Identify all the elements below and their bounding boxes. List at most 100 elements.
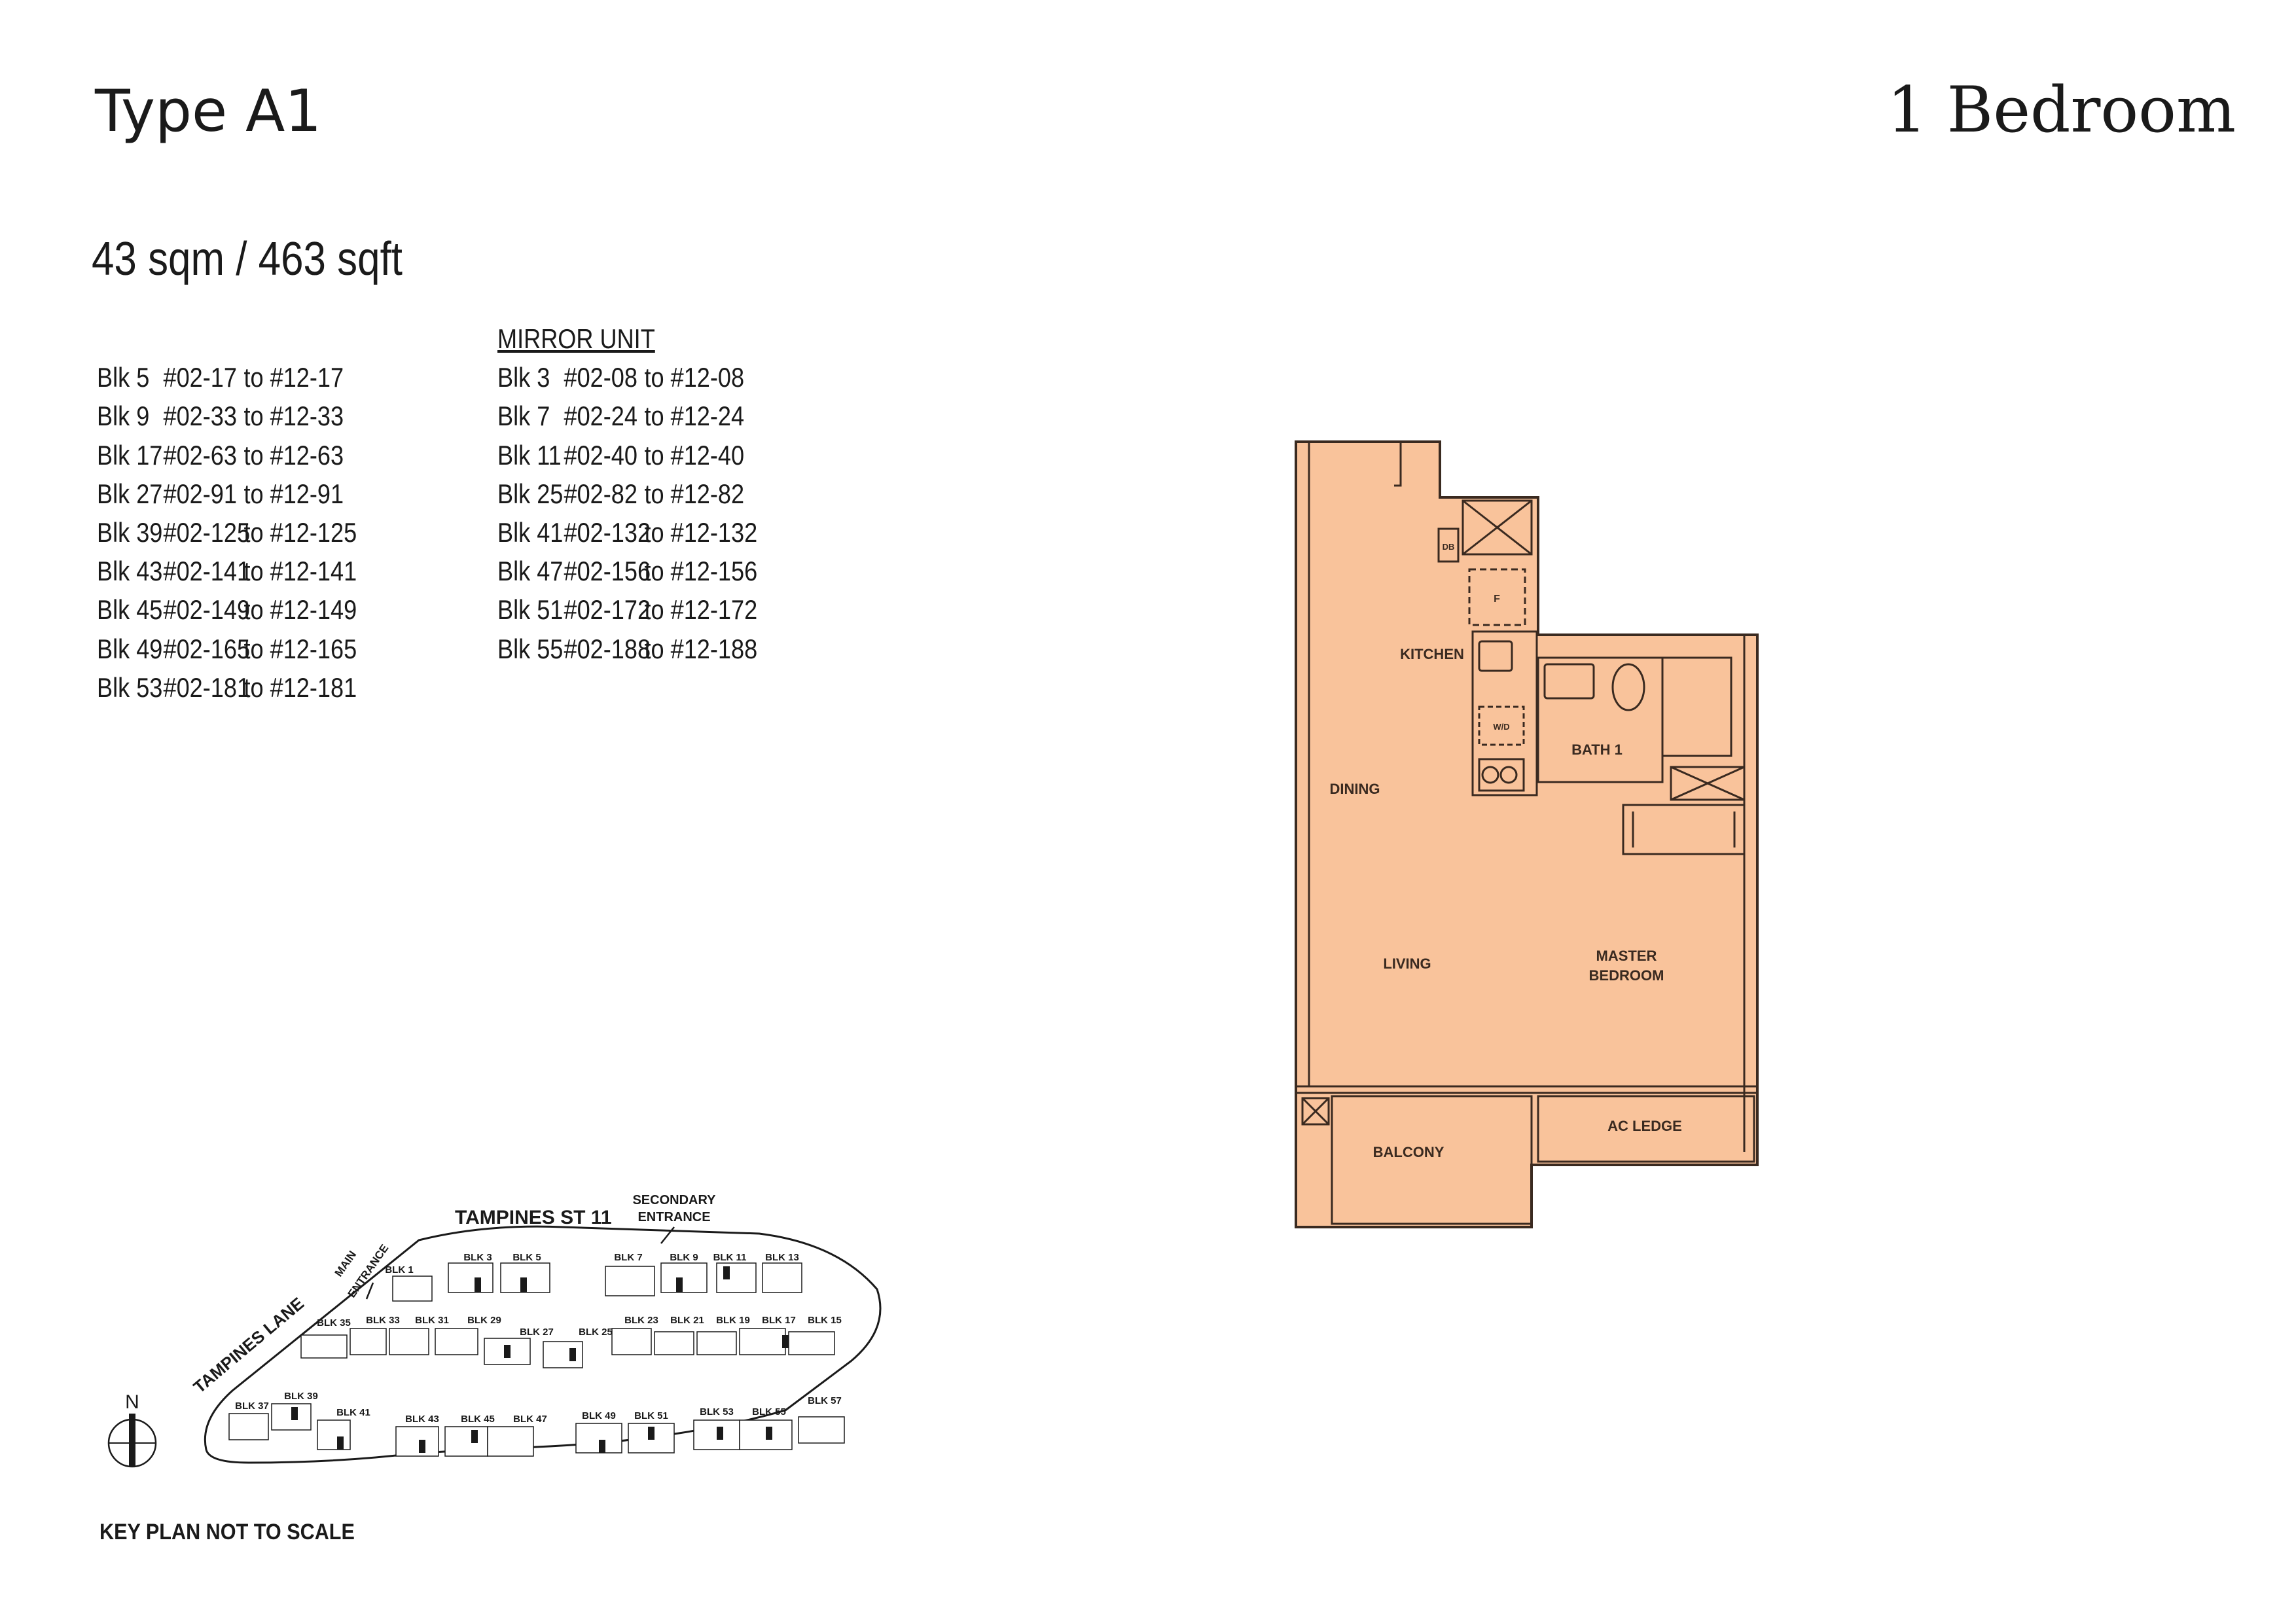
mirror-unit-block: Blk 3 (497, 362, 550, 393)
service-box-top (1462, 499, 1533, 556)
unit-unit-from: #02-17 (163, 362, 237, 393)
block-label: BLK 25 (579, 1327, 613, 1338)
living-label: LIVING (1383, 955, 1431, 972)
unit-block: Blk 39 (97, 516, 163, 548)
unit-unit-to: to #12-63 (243, 439, 344, 471)
unit-unit-from: #02-125 (163, 516, 251, 548)
block-label: BLK 23 (624, 1315, 658, 1326)
toilet (1611, 663, 1645, 711)
block-label: BLK 47 (513, 1414, 547, 1425)
unit-unit-to: to #12-17 (243, 362, 344, 393)
mirror-unit-block: Blk 11 (497, 439, 562, 471)
unit-unit-to: to #12-165 (243, 633, 357, 664)
block-label: BLK 1 (385, 1264, 413, 1275)
block-label: BLK 17 (762, 1315, 796, 1326)
block-label: BLK 35 (317, 1317, 351, 1329)
mirror-unit-unit-from: #02-156 (564, 556, 651, 587)
site-boundary (204, 1225, 882, 1464)
block-label: BLK 15 (808, 1315, 842, 1326)
unit-block: Blk 17 (97, 439, 163, 471)
road-north-label: TAMPINES ST 11 (455, 1207, 612, 1228)
bath-label: BATH 1 (1571, 741, 1623, 758)
north-label: N (125, 1391, 139, 1413)
block-label: BLK 7 (614, 1252, 642, 1263)
hob (1478, 758, 1525, 792)
mirror-unit-block: Blk 51 (497, 594, 564, 626)
block-label: BLK 21 (670, 1315, 704, 1326)
floor-plan: DB F KITCHEN W/D BATH 1 DINING LIVING MA… (1295, 440, 1759, 1228)
key-plan: TAMPINES ST 11 SECONDARY ENTRANCE TAMPIN… (107, 1193, 882, 1468)
block-label: BLK 11 (713, 1252, 747, 1263)
unit-block: Blk 5 (97, 362, 150, 393)
db-box (1437, 527, 1460, 563)
mirror-unit-block: Blk 41 (497, 516, 564, 548)
block-label: BLK 5 (512, 1252, 541, 1263)
mirror-unit-unit-to: to #12-156 (644, 556, 758, 587)
block-label: BLK 49 (582, 1410, 616, 1421)
block-label: BLK 19 (716, 1315, 750, 1326)
mirror-unit-block: Blk 55 (497, 633, 564, 664)
mirror-unit-unit-from: #02-188 (564, 633, 651, 664)
secondary-entrance-label-1: SECONDARY (632, 1193, 716, 1207)
mirror-unit-unit-from: #02-08 (564, 362, 637, 393)
unit-type-title: Type A1 (95, 77, 322, 145)
block-label: BLK 31 (415, 1315, 449, 1326)
unit-unit-to: to #12-125 (243, 516, 357, 548)
washer-dryer (1478, 705, 1525, 746)
mirror-unit-unit-from: #02-24 (564, 401, 637, 432)
block-label: BLK 45 (461, 1414, 495, 1425)
mirror-unit-unit-to: to #12-172 (644, 594, 758, 626)
unit-unit-to: to #12-181 (243, 671, 357, 703)
unit-block: Blk 45 (97, 594, 163, 626)
unit-unit-to: to #12-149 (243, 594, 357, 626)
block-label: BLK 13 (765, 1252, 799, 1263)
block-label: BLK 43 (405, 1414, 439, 1425)
unit-unit-from: #02-181 (163, 671, 251, 703)
block-label: BLK 3 (463, 1252, 492, 1263)
unit-unit-from: #02-149 (163, 594, 251, 626)
unit-area: 43 sqm / 463 sqft (92, 233, 403, 285)
unit-unit-to: to #12-91 (243, 478, 344, 509)
block-label: BLK 57 (808, 1395, 842, 1406)
ac-ledge-label: AC LEDGE (1607, 1118, 1682, 1134)
secondary-entrance-label-2: ENTRANCE (637, 1210, 710, 1224)
block-label: BLK 37 (235, 1400, 269, 1412)
block-label: BLK 51 (634, 1410, 668, 1421)
mirror-unit-unit-to: to #12-08 (644, 362, 745, 393)
block-label: BLK 27 (520, 1327, 554, 1338)
balcony-label: BALCONY (1373, 1144, 1444, 1160)
unit-block: Blk 9 (97, 401, 150, 432)
basin (1543, 663, 1595, 700)
floor-plan-outline (1295, 440, 1759, 1228)
unit-list-spacer (97, 319, 357, 358)
unit-unit-to: to #12-141 (243, 556, 357, 587)
mirror-unit-unit-to: to #12-188 (644, 633, 758, 664)
mirror-unit-unit-from: #02-82 (564, 478, 637, 509)
mirror-unit-heading: MIRROR UNIT (497, 323, 655, 354)
floor-trap (1301, 1097, 1330, 1126)
unit-unit-from: #02-141 (163, 556, 251, 587)
fridge-label: F (1494, 594, 1500, 605)
kitchen-counter (1471, 630, 1538, 796)
bedroom-count-title: 1 Bedroom (1887, 73, 2236, 147)
unit-unit-from: #02-33 (163, 401, 237, 432)
mirror-unit-block: Blk 47 (497, 556, 564, 587)
mirror-unit-unit-to: to #12-24 (644, 401, 745, 432)
unit-unit-from: #02-63 (163, 439, 237, 471)
mirror-unit-unit-to: to #12-132 (644, 516, 758, 548)
